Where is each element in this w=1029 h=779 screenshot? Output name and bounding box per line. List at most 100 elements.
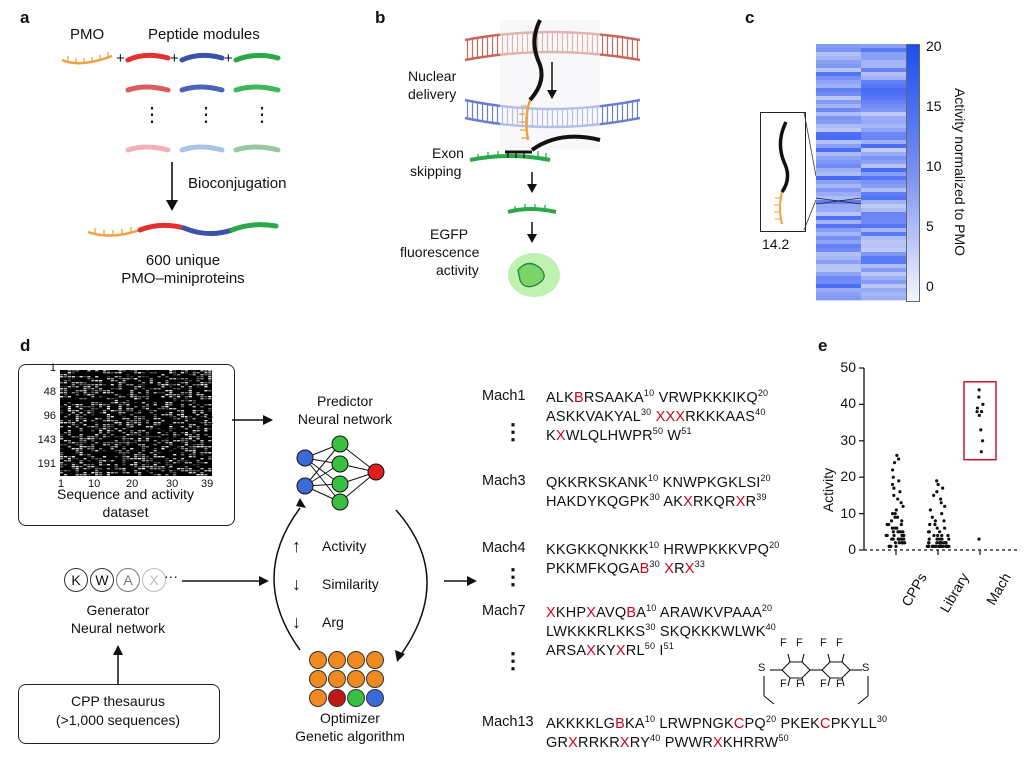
y-tick-label: 0 [848, 541, 856, 557]
matrix-cell [75, 474, 79, 476]
matrix-cell [145, 432, 149, 434]
matrix-cell [208, 468, 212, 470]
matrix-cell [141, 416, 146, 418]
matrix-cell [173, 378, 177, 380]
matrix-cell [138, 392, 142, 394]
matrix-cell [208, 378, 212, 380]
matrix-cell [91, 458, 95, 460]
matrix-cell [138, 422, 142, 424]
heatmap-cell [861, 264, 906, 269]
heatmap-cell [816, 176, 861, 181]
matrix-col-tick: 1 [58, 478, 65, 490]
matrix-cell [149, 466, 153, 468]
heatmap-cell [861, 236, 906, 241]
matrix-cell [83, 442, 87, 444]
matrix-cell [138, 416, 142, 418]
matrix-cell [138, 380, 142, 382]
residue-index: 20 [761, 603, 773, 613]
matrix-cell [200, 374, 204, 376]
matrix-cell [114, 436, 118, 438]
matrix-cell [63, 382, 68, 384]
matrix-cell [95, 436, 99, 438]
matrix-cell [110, 398, 114, 400]
matrix-cell [67, 396, 71, 398]
matrix-cell [114, 376, 118, 378]
matrix-cell [200, 458, 204, 460]
matrix-cell [118, 444, 122, 446]
matrix-cell [141, 466, 146, 468]
matrix-cell [169, 466, 173, 468]
residue-run: HAKDYKQGPK [546, 493, 650, 510]
heatmap-cell [861, 168, 906, 173]
data-point [940, 512, 944, 516]
matrix-cell [165, 458, 169, 460]
fluorine-atom: F [820, 637, 827, 649]
matrix-cell [184, 416, 188, 418]
matrix-cell [180, 378, 185, 380]
ellipsis-green: ⋮ [252, 104, 272, 126]
matrix-cell [161, 384, 165, 386]
heatmap-cell [816, 240, 861, 245]
heatmap-cell [861, 268, 906, 273]
matrix-cell [79, 428, 83, 430]
matrix-cell [204, 390, 208, 392]
heatmap-cell [861, 120, 906, 125]
matrix-cell [99, 384, 103, 386]
colorbar-tick-label: 10 [926, 158, 942, 174]
panel-label-a: a [20, 8, 30, 27]
matrix-cell [200, 422, 204, 424]
heatmap-cell [861, 104, 906, 109]
matrix-cell [102, 372, 107, 374]
panel-label-c: c [745, 8, 755, 27]
matrix-cell [91, 446, 95, 448]
matrix-cell [141, 372, 146, 374]
matrix-cell [102, 464, 107, 466]
matrix-cell [60, 422, 64, 424]
matrix-cell [196, 426, 200, 428]
matrix-cell [177, 396, 181, 398]
residue-index: 30 [645, 622, 656, 632]
noncanonical-residue: X [586, 604, 597, 621]
matrix-cell [208, 376, 212, 378]
matrix-cell [165, 384, 169, 386]
matrix-cell [95, 402, 99, 404]
matrix-cell [177, 410, 181, 412]
matrix-cell [208, 396, 212, 398]
matrix-cell [79, 438, 83, 440]
matrix-cell [75, 436, 79, 438]
matrix-cell [141, 402, 146, 404]
matrix-cell [114, 442, 118, 444]
data-point [939, 501, 943, 505]
x-category-label: CPPs [898, 570, 930, 610]
heatmap-cell [816, 232, 861, 237]
data-point [887, 544, 892, 548]
matrix-cell [102, 370, 107, 372]
heatmap-cell [861, 156, 906, 161]
matrix-cell [99, 402, 103, 404]
result-line-2: PMO–miniproteins [121, 270, 245, 287]
matrix-cell [180, 370, 185, 372]
matrix-cell [67, 378, 71, 380]
matrix-cell [165, 460, 169, 462]
matrix-cell [114, 464, 118, 466]
data-point [928, 508, 933, 512]
matrix-cell [130, 384, 134, 386]
heatmap-cell [816, 208, 861, 213]
matrix-cell [99, 432, 103, 434]
matrix-cell [126, 374, 130, 376]
matrix-cell [153, 418, 157, 420]
heatmap-cell [816, 196, 861, 201]
matrix-cell [204, 450, 208, 452]
matrix-cell [83, 420, 87, 422]
sequence-line: ALKBRSAAKA10 VRWPKKKIKQ20 [546, 388, 768, 406]
matrix-cell [87, 448, 91, 450]
matrix-cell [106, 442, 110, 444]
data-point [890, 468, 895, 472]
matrix-cell [91, 380, 95, 382]
matrix-cell [177, 434, 181, 436]
cpp-thesaurus-box [18, 684, 220, 744]
matrix-cell [200, 446, 204, 448]
matrix-cell [192, 402, 196, 404]
activity-heatmap [815, 44, 906, 301]
matrix-cell [71, 404, 75, 406]
